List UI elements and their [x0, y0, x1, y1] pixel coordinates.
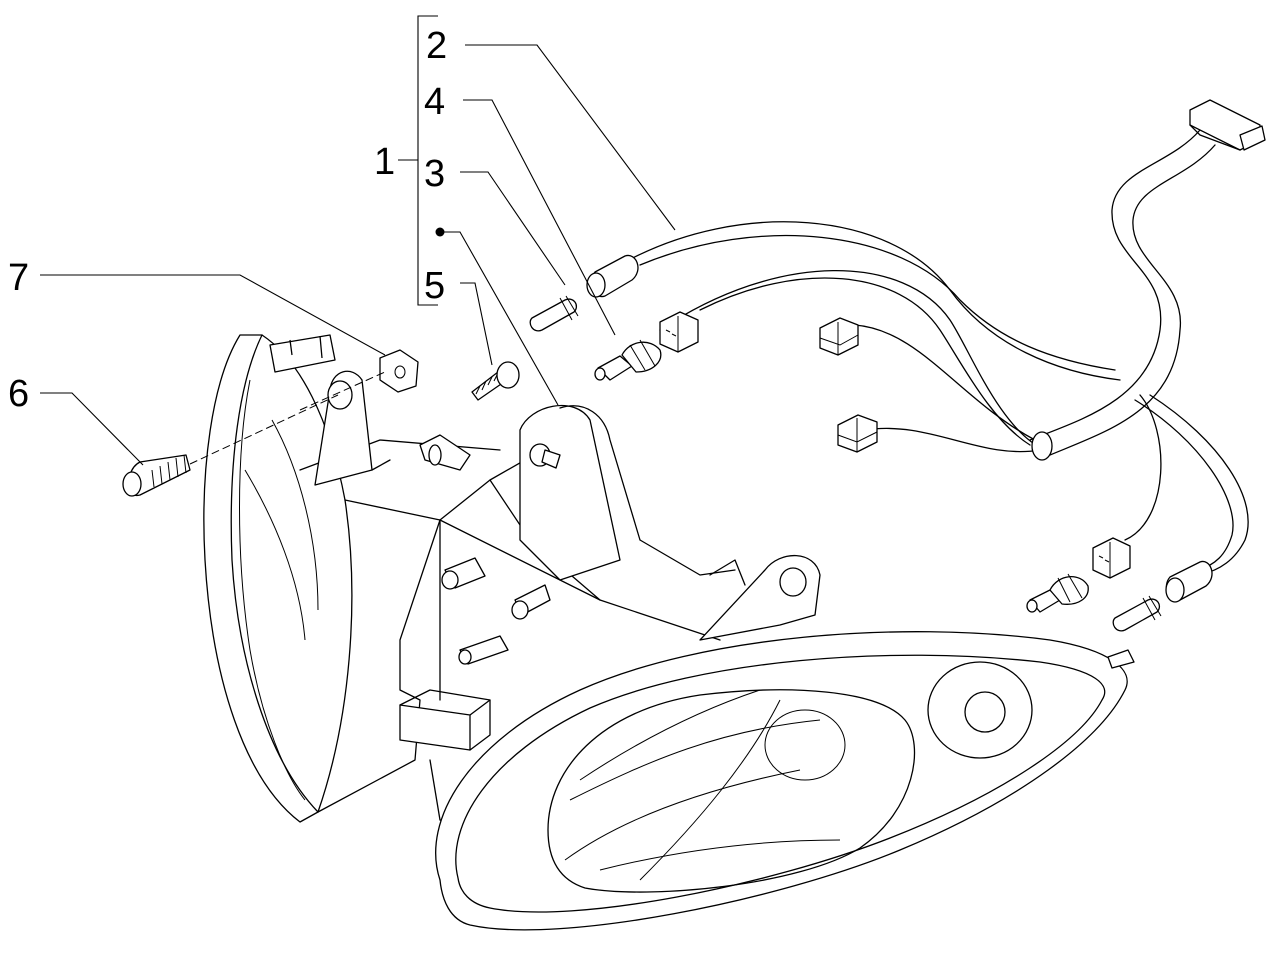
main-bulb-upper: [594, 339, 662, 381]
leader-bullet: [442, 231, 559, 406]
square-connector-upper: [819, 317, 859, 356]
callout-7: 7: [8, 257, 29, 299]
bulb-socket-upper: [586, 254, 639, 298]
right-mounting-bracket: [699, 554, 821, 641]
parking-bulb-lower: [1112, 595, 1162, 632]
leader-6: [40, 392, 144, 466]
leader-4: [463, 99, 616, 336]
bulb-socket-lower: [1165, 560, 1213, 603]
bulb-connector-upper: [659, 311, 699, 353]
leader-5: [460, 282, 493, 366]
screw-part-6: [122, 454, 191, 497]
callout-3: 3: [424, 153, 445, 195]
headlight-front-lens: [435, 631, 1135, 931]
callout-2: 2: [426, 25, 447, 67]
square-connector-lower: [837, 414, 878, 453]
bullet-dot: [435, 227, 445, 237]
callout-bracket: [398, 15, 438, 306]
bulb-connector-lower: [1092, 537, 1131, 579]
wiring-harness: [624, 99, 1266, 576]
housing-clip: [419, 434, 471, 471]
assembly-line-screw-6: [189, 394, 339, 465]
screw-part-5: [471, 361, 520, 401]
callout-4: 4: [424, 81, 445, 123]
callout-1: 1: [374, 141, 395, 183]
callout-6: 6: [8, 373, 29, 415]
parking-bulb-upper: [529, 295, 579, 332]
assembly-line-nut-7: [299, 371, 386, 411]
center-mounting-bracket: [519, 404, 736, 581]
leader-2: [465, 44, 676, 231]
left-mounting-bracket: [314, 370, 391, 486]
nut-part-7: [379, 349, 419, 393]
leader-7: [40, 274, 386, 356]
callout-5: 5: [424, 265, 445, 307]
main-bulb-lower: [1026, 573, 1089, 613]
leader-3: [460, 171, 566, 286]
